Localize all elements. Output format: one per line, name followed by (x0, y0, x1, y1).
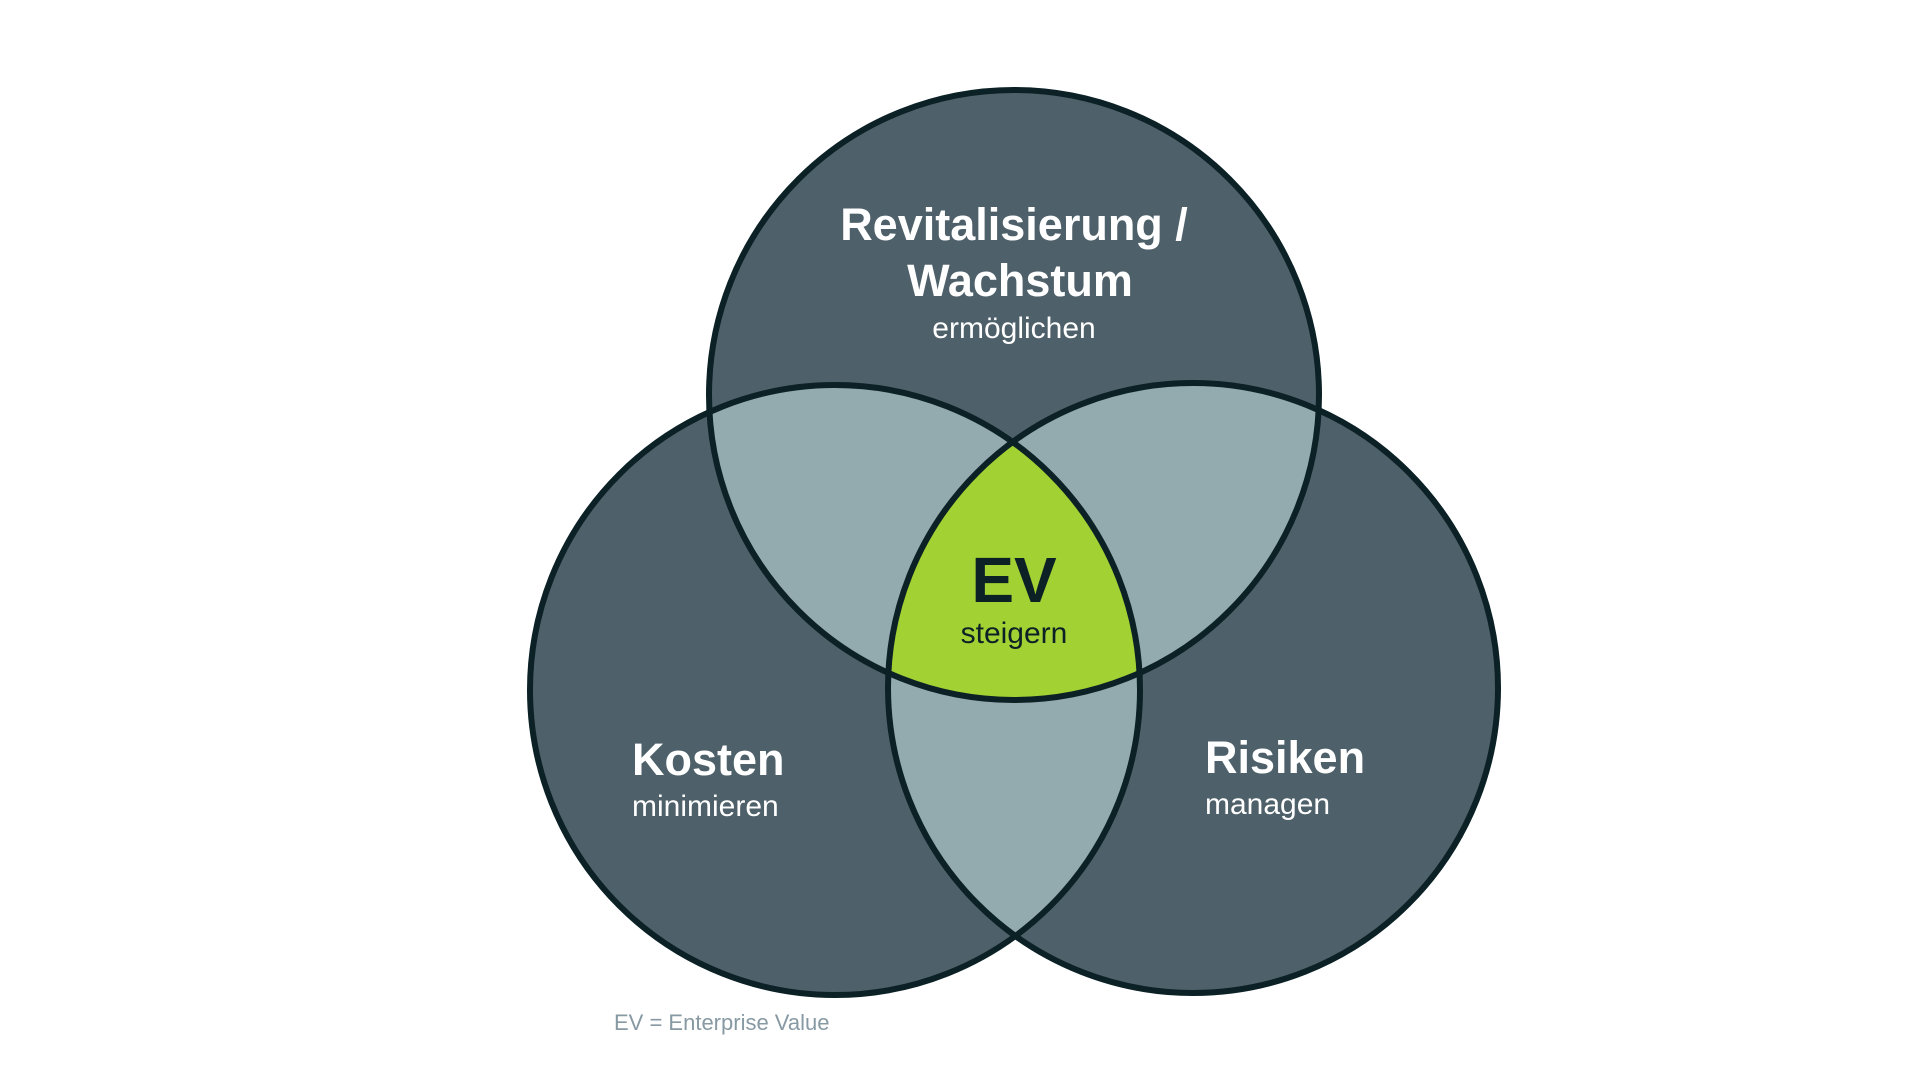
outline-top (706, 87, 1322, 703)
overlap-center-ev (888, 385, 1140, 700)
left-title: Kosten (632, 734, 785, 785)
top-title-line2: Wachstum (907, 255, 1133, 306)
top-subtitle: ermöglichen (932, 312, 1095, 345)
footnote: EV = Enterprise Value (614, 1010, 830, 1035)
left-subtitle: minimieren (632, 790, 779, 823)
right-title: Risiken (1205, 732, 1365, 783)
outline-left (527, 382, 1143, 998)
outline-right (885, 380, 1501, 996)
center-title: EV (971, 544, 1057, 616)
center-subtitle: steigern (961, 617, 1068, 650)
right-subtitle: managen (1205, 788, 1330, 821)
top-title-line1: Revitalisierung / (840, 199, 1188, 250)
